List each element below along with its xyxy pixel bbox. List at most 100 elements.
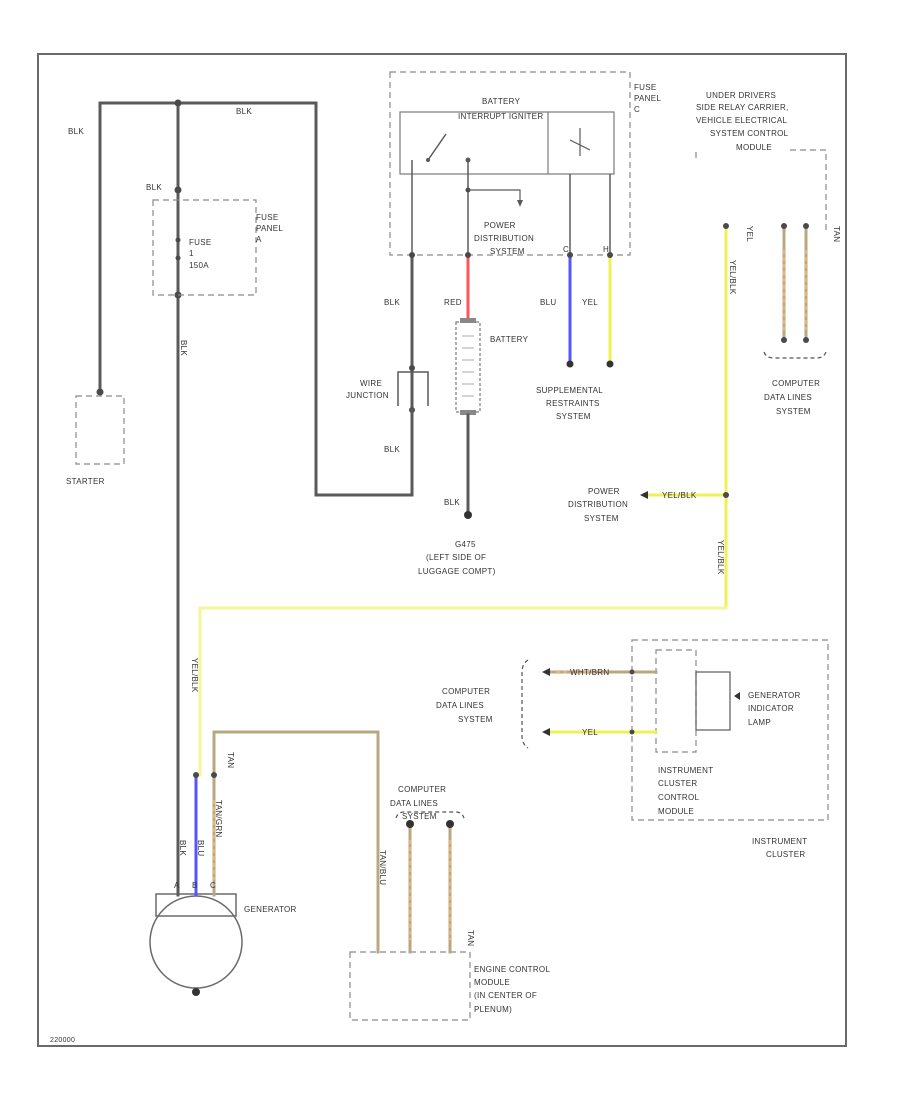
svg-text:PANEL: PANEL bbox=[256, 224, 283, 233]
svg-text:PANEL: PANEL bbox=[634, 94, 661, 103]
underdrivers-box bbox=[695, 149, 827, 234]
gen-pin-a: A bbox=[174, 881, 180, 890]
pin-c: C bbox=[563, 245, 569, 254]
svg-text:CLUSTER: CLUSTER bbox=[766, 850, 805, 859]
svg-text:A: A bbox=[256, 235, 262, 244]
g475-label: G475 (LEFT SIDE OF LUGGAGE COMPT) bbox=[418, 540, 495, 576]
fuse-panel-a-box bbox=[152, 199, 257, 296]
svg-text:150A: 150A bbox=[189, 261, 209, 270]
starter-box bbox=[75, 395, 125, 465]
svg-text:POWER: POWER bbox=[484, 221, 516, 230]
battery-symbol bbox=[455, 318, 481, 415]
wire-label-blk: BLK bbox=[178, 840, 187, 856]
svg-text:MODULE: MODULE bbox=[658, 807, 694, 816]
ic-control-module-box bbox=[655, 649, 697, 753]
switch-symbol bbox=[411, 133, 471, 174]
fuse-panel-c-box bbox=[389, 71, 631, 256]
power-distribution-label-top: POWER DISTRIBUTION SYSTEM bbox=[474, 221, 534, 256]
wire-label-yelblk: YEL/BLK bbox=[190, 658, 199, 693]
data-lines-mid-label: COMPUTER DATA LINES SYSTEM bbox=[436, 687, 493, 724]
ecm-data-bracket bbox=[395, 811, 465, 819]
svg-text:PLENUM): PLENUM) bbox=[474, 1005, 512, 1014]
gen-indicator-lamp bbox=[695, 671, 731, 731]
starter-label: STARTER bbox=[66, 477, 105, 486]
svg-text:MODULE: MODULE bbox=[736, 143, 772, 152]
svg-text:FUSE: FUSE bbox=[189, 238, 212, 247]
svg-text:SUPPLEMENTAL: SUPPLEMENTAL bbox=[536, 386, 603, 395]
svg-text:FUSE: FUSE bbox=[256, 213, 279, 222]
svg-text:SYSTEM: SYSTEM bbox=[776, 407, 811, 416]
svg-text:RESTRAINTS: RESTRAINTS bbox=[546, 399, 600, 408]
pin-h: H bbox=[603, 245, 609, 254]
svg-text:GENERATOR: GENERATOR bbox=[748, 691, 801, 700]
svg-text:BATTERY: BATTERY bbox=[482, 97, 521, 106]
svg-text:CLUSTER: CLUSTER bbox=[658, 779, 697, 788]
wire-label-blu: BLU bbox=[196, 840, 205, 856]
ground-point bbox=[464, 511, 472, 519]
svg-text:VEHICLE ELECTRICAL: VEHICLE ELECTRICAL bbox=[696, 116, 787, 125]
wire-label-blk: BLK bbox=[384, 445, 400, 454]
wire-label-tangrn: TAN/GRN bbox=[214, 800, 223, 838]
svg-text:COMPUTER: COMPUTER bbox=[398, 785, 446, 794]
svg-text:CONTROL: CONTROL bbox=[658, 793, 699, 802]
svg-text:1: 1 bbox=[189, 249, 194, 258]
svg-text:SYSTEM: SYSTEM bbox=[458, 715, 493, 724]
ecm-data-wires bbox=[406, 820, 454, 954]
wire-label-tanblu: TAN/BLU bbox=[378, 850, 387, 885]
svg-text:SYSTEM CONTROL: SYSTEM CONTROL bbox=[710, 129, 789, 138]
wire-label-yelblk: YEL/BLK bbox=[728, 260, 737, 295]
svg-text:FUSE: FUSE bbox=[634, 83, 657, 92]
fuse-1-label: FUSE 1 150A bbox=[189, 238, 212, 270]
tan-data-pair-top bbox=[781, 223, 809, 343]
wire-junction bbox=[397, 365, 429, 497]
wire-label-yelblk: YEL/BLK bbox=[716, 540, 725, 575]
svg-text:JUNCTION: JUNCTION bbox=[346, 391, 389, 400]
data-lines-bracket bbox=[763, 351, 827, 359]
svg-text:COMPUTER: COMPUTER bbox=[442, 687, 490, 696]
ic-data-bracket bbox=[521, 659, 529, 749]
svg-text:G475: G475 bbox=[455, 540, 476, 549]
data-lines-bottom-label: COMPUTER DATA LINES SYSTEM bbox=[390, 785, 446, 821]
generator-label: GENERATOR bbox=[244, 905, 297, 914]
figure-id: 220000 bbox=[50, 1037, 75, 1044]
svg-text:WIRE: WIRE bbox=[360, 379, 382, 388]
svg-text:UNDER DRIVERS: UNDER DRIVERS bbox=[706, 91, 776, 100]
svg-text:SYSTEM: SYSTEM bbox=[584, 514, 619, 523]
generator-symbol bbox=[149, 895, 243, 989]
svg-text:C: C bbox=[634, 105, 640, 114]
svg-text:LAMP: LAMP bbox=[748, 718, 771, 727]
svg-text:DATA LINES: DATA LINES bbox=[390, 799, 438, 808]
wire-label-blk: BLK bbox=[236, 107, 252, 116]
blk-main-feed bbox=[96, 99, 414, 897]
svg-text:DISTRIBUTION: DISTRIBUTION bbox=[568, 500, 628, 509]
svg-text:DISTRIBUTION: DISTRIBUTION bbox=[474, 234, 534, 243]
svg-text:SYSTEM: SYSTEM bbox=[556, 412, 591, 421]
svg-text:DATA LINES: DATA LINES bbox=[436, 701, 484, 710]
svg-text:INDICATOR: INDICATOR bbox=[748, 704, 794, 713]
svg-text:(IN CENTER OF: (IN CENTER OF bbox=[474, 991, 537, 1000]
wire-label-blu: BLU bbox=[540, 298, 556, 307]
wire-label-blk: BLK bbox=[68, 127, 84, 136]
pds-mid-label: POWER DISTRIBUTION SYSTEM bbox=[568, 487, 628, 523]
gen-lamp-label: GENERATOR INDICATOR LAMP bbox=[748, 691, 801, 727]
ic-module-label: INSTRUMENT CLUSTER CONTROL MODULE bbox=[658, 766, 713, 816]
fuse-terminal bbox=[175, 237, 181, 243]
ecm-box bbox=[349, 951, 471, 1021]
svg-text:COMPUTER: COMPUTER bbox=[772, 379, 820, 388]
wire-label-blk: BLK bbox=[179, 340, 188, 356]
ecm-label: ENGINE CONTROL MODULE (IN CENTER OF PLEN… bbox=[474, 965, 550, 1014]
battery-interrupt-label: BATTERY INTERRUPT IGNITER bbox=[458, 97, 543, 121]
tan-gen-wire bbox=[212, 730, 380, 954]
svg-text:(LEFT SIDE OF: (LEFT SIDE OF bbox=[426, 553, 486, 562]
igniter-symbol bbox=[569, 128, 591, 156]
svg-text:SYSTEM: SYSTEM bbox=[402, 812, 437, 821]
wire-label-tan: TAN bbox=[226, 752, 235, 768]
wire-label-yelblk: YEL/BLK bbox=[662, 491, 697, 500]
battery-interrupt-igniter bbox=[399, 111, 615, 175]
wire-label-blk: BLK bbox=[146, 183, 162, 192]
battery-label: BATTERY bbox=[490, 335, 529, 344]
wire-label-whtbrn: WHT/BRN bbox=[570, 668, 609, 677]
wire-label-yel: YEL bbox=[745, 226, 754, 242]
wire-label-blk: BLK bbox=[384, 298, 400, 307]
wire-label-tan: TAN bbox=[466, 930, 475, 946]
